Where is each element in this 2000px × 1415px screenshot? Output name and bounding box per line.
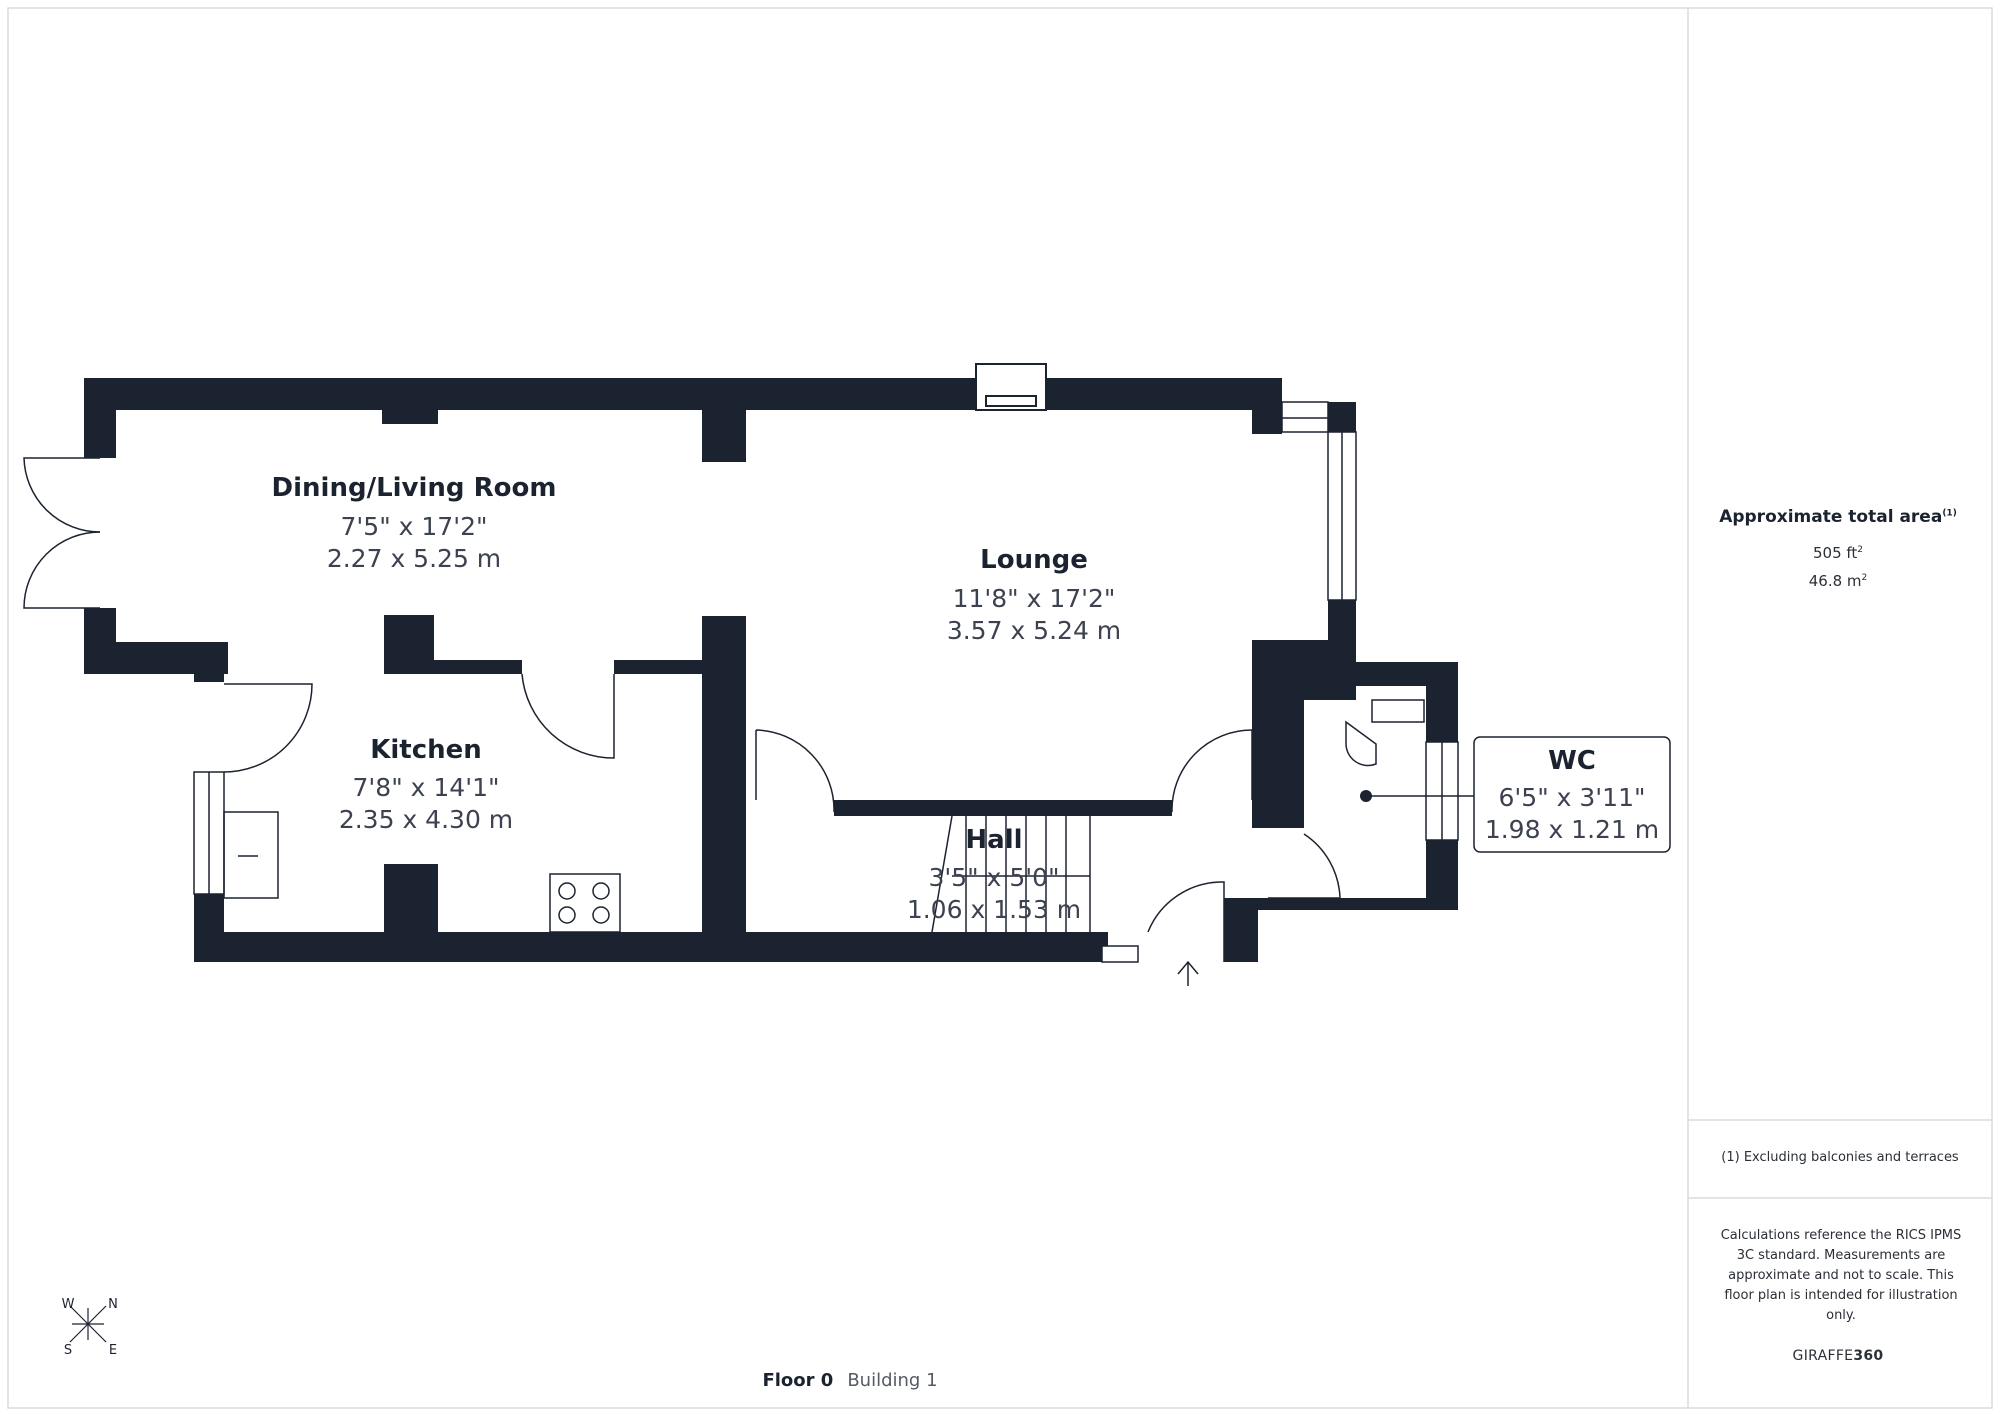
lounge-window-top [1281, 401, 1329, 433]
wall-hall-top [834, 800, 1172, 816]
staircase [931, 815, 1091, 933]
openings [23, 401, 1459, 986]
fireplace [985, 395, 1037, 407]
wall-wc-corner [1252, 640, 1356, 700]
kitchen-sink [223, 811, 279, 899]
total-area-heading: Approximate total area(1) [1688, 507, 1988, 527]
room-imperial-dining: 7'5" x 17'2" [341, 512, 488, 541]
wall-wc-right-lower [1426, 840, 1458, 910]
wc-door [1268, 833, 1341, 899]
wall-kitchen-top-left [384, 660, 522, 674]
hob-ring [558, 882, 576, 900]
hall-window [1101, 945, 1139, 963]
building-label: Building 1 [847, 1370, 938, 1391]
front-door [1147, 881, 1225, 962]
page-border [7, 7, 1993, 1409]
wall-central-spine [702, 616, 746, 962]
total-area-m-unit: 2 [1861, 573, 1868, 583]
wc-callout-box [1473, 736, 1671, 853]
wall-kitchen-top-right [614, 660, 706, 674]
total-area-ft-unit: 2 [1857, 545, 1864, 555]
room-name-lounge: Lounge [980, 545, 1088, 575]
hall-lounge-door [755, 729, 835, 813]
compass-e: E [109, 1343, 117, 1358]
wall-top-left [84, 378, 976, 410]
brand-logo: GIRAFFE360 [1688, 1348, 1988, 1364]
brand-suffix: 360 [1853, 1348, 1884, 1364]
area-footnote: (1) Excluding balconies and terraces [1721, 1150, 1959, 1165]
room-imperial-wc: 6'5" x 3'11" [1499, 783, 1646, 812]
wc-callout: WC 6'5" x 3'11" 1.98 x 1.21 m [1360, 736, 1671, 853]
room-imperial-kitchen: 7'8" x 14'1" [353, 773, 500, 802]
wall-bottom-main [194, 932, 1102, 962]
walls [84, 363, 1458, 962]
wall-window-post [1328, 402, 1356, 432]
total-area-m: 46.8 m2 [1688, 572, 1988, 590]
total-area-ft-value: 505 ft [1812, 544, 1858, 562]
french-door-upper [23, 457, 101, 533]
wall-pier-top [382, 400, 438, 424]
room-name-hall: Hall [965, 825, 1022, 855]
wall-pier-top-mid [702, 400, 746, 462]
room-metric-lounge: 3.57 x 5.24 m [947, 616, 1121, 645]
total-area-ft: 505 ft2 [1688, 544, 1988, 562]
hob-ring [592, 906, 610, 924]
hall-right-door [1171, 729, 1253, 813]
wc-cistern [1371, 699, 1425, 723]
wall-wc-bottom [1224, 898, 1458, 910]
measurement-disclaimer: Calculations reference the RICS IPMS 3C … [1720, 1228, 1962, 1323]
brand-prefix: GIRAFFE [1792, 1348, 1854, 1364]
floor-caption: Floor 0 Building 1 [700, 1370, 1000, 1391]
hob-ring [592, 882, 610, 900]
compass-s: S [64, 1343, 72, 1358]
total-area-footnote-marker: (1) [1942, 508, 1957, 519]
compass-n: N [108, 1297, 118, 1312]
total-area-title: Approximate total area [1719, 507, 1943, 527]
wc-toilet [1345, 720, 1377, 767]
floor-label: Floor 0 [762, 1370, 834, 1391]
compass-icon: W N S E [62, 1297, 118, 1358]
room-metric-kitchen: 2.35 x 4.30 m [339, 805, 513, 834]
room-labels: Dining/Living Room 7'5" x 17'2" 2.27 x 5… [272, 473, 1122, 924]
room-name-kitchen: Kitchen [370, 735, 482, 765]
room-metric-wc: 1.98 x 1.21 m [1485, 815, 1659, 844]
total-area-m-value: 46.8 m [1808, 572, 1862, 590]
room-metric-hall: 1.06 x 1.53 m [907, 895, 1081, 924]
fixtures [223, 699, 1425, 933]
wall-top-right-corner [1252, 378, 1282, 434]
kitchen-back-door [223, 683, 313, 773]
room-name-dining: Dining/Living Room [272, 473, 557, 503]
room-name-wc: WC [1548, 746, 1596, 776]
kitchen-hob [549, 873, 621, 933]
hob-ring [558, 906, 576, 924]
room-imperial-hall: 3'5" x 5'0" [928, 863, 1059, 892]
kitchen-internal-door [521, 673, 615, 759]
french-door-lower [23, 531, 101, 609]
wall-kitchen-pier [384, 864, 438, 962]
room-metric-dining: 2.27 x 5.25 m [327, 544, 501, 573]
wall-dining-bottom-stub [194, 660, 224, 682]
entry-arrow-head [1177, 960, 1199, 975]
wall-left-upper [84, 378, 116, 458]
compass-w: W [62, 1297, 75, 1312]
room-imperial-lounge: 11'8" x 17'2" [953, 584, 1116, 613]
wall-top-right [1046, 378, 1282, 410]
